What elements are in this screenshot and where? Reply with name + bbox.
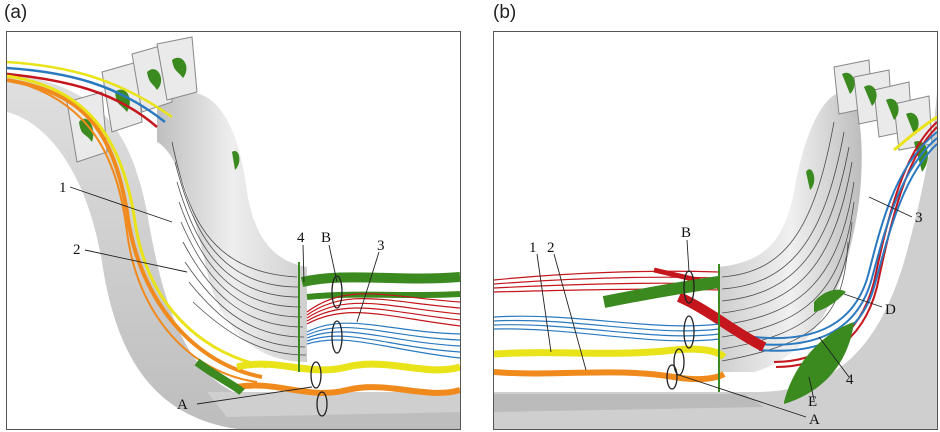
vortex-rings-a: [310, 275, 343, 417]
duct-inner-surface: [157, 92, 307, 363]
callout-leaders-b: [536, 196, 913, 418]
vortex-E: [784, 322, 854, 404]
panel-a: 1 2 4 B 3 A: [6, 31, 461, 430]
callout-A: A: [809, 412, 820, 428]
surface-streamlines-a: [171, 141, 307, 356]
panel-b-label: (b): [493, 2, 517, 23]
callout-B: B: [321, 230, 331, 246]
callout-3: 3: [915, 210, 923, 226]
callout-3: 3: [377, 238, 385, 254]
callout-A: A: [177, 397, 188, 413]
callout-B: B: [681, 225, 691, 241]
callout-2: 2: [547, 240, 555, 256]
vane-vortices-b: [806, 72, 928, 190]
callout-2: 2: [73, 242, 81, 258]
callout-1: 1: [529, 240, 537, 256]
panel-b-figure: B 1 2 3 D 4 E A: [494, 59, 937, 429]
callout-4: 4: [846, 372, 854, 388]
downstream-tubes-a: [194, 272, 460, 396]
callout-leaders-a: [69, 186, 380, 405]
panel-a-label: (a): [4, 2, 28, 23]
panel-a-figure: 1 2 4 B 3 A: [7, 36, 460, 429]
panel-b: B 1 2 3 D 4 E A: [493, 31, 938, 430]
callout-E: E: [808, 394, 817, 410]
vortex-D: [814, 289, 846, 312]
inlet-streamtubes-a: [7, 60, 268, 383]
callout-1: 1: [59, 180, 67, 196]
duct-floor: [207, 392, 460, 417]
callout-4: 4: [297, 230, 305, 246]
callout-D: D: [885, 302, 896, 318]
